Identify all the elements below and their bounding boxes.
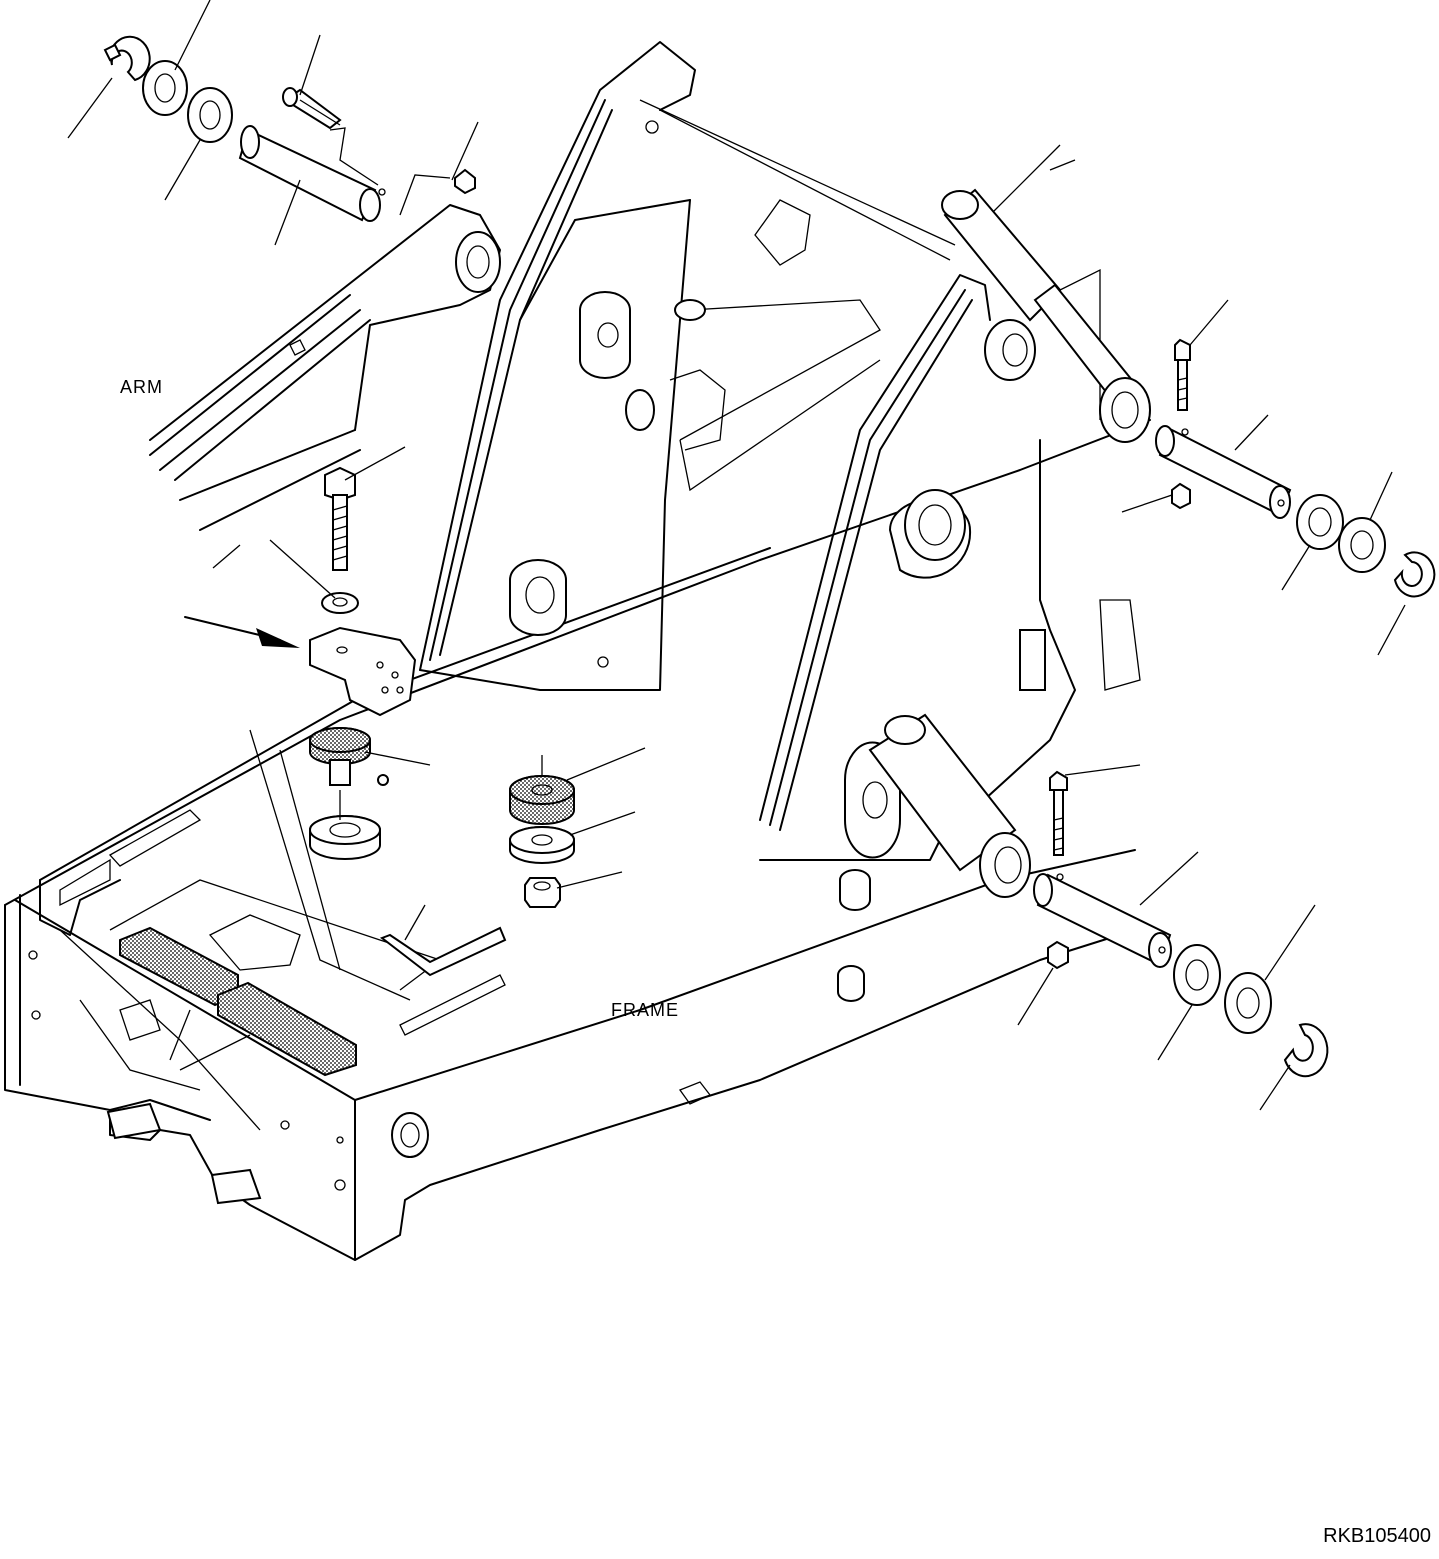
arm-label: ARM bbox=[120, 377, 163, 397]
right-lower-hardware bbox=[1033, 770, 1329, 1078]
drawing-code: RKB105400 bbox=[1323, 1525, 1431, 1547]
arm bbox=[149, 204, 501, 531]
arrow-indicator bbox=[184, 616, 300, 648]
rubber-mount-center bbox=[509, 755, 575, 908]
rubber-pads bbox=[119, 926, 357, 1077]
tower-left bbox=[419, 41, 956, 691]
lower-cylinder bbox=[868, 713, 1031, 898]
rubber-mount-left bbox=[309, 727, 389, 860]
mount-bracket bbox=[309, 466, 417, 717]
frame-label: FRAME bbox=[611, 1000, 679, 1020]
hex-wrench bbox=[379, 926, 507, 977]
leader-lines bbox=[67, 0, 1406, 1111]
upper-cylinder bbox=[941, 188, 1151, 443]
right-upper-hardware bbox=[1155, 338, 1436, 598]
upper-left-hardware bbox=[103, 35, 476, 222]
